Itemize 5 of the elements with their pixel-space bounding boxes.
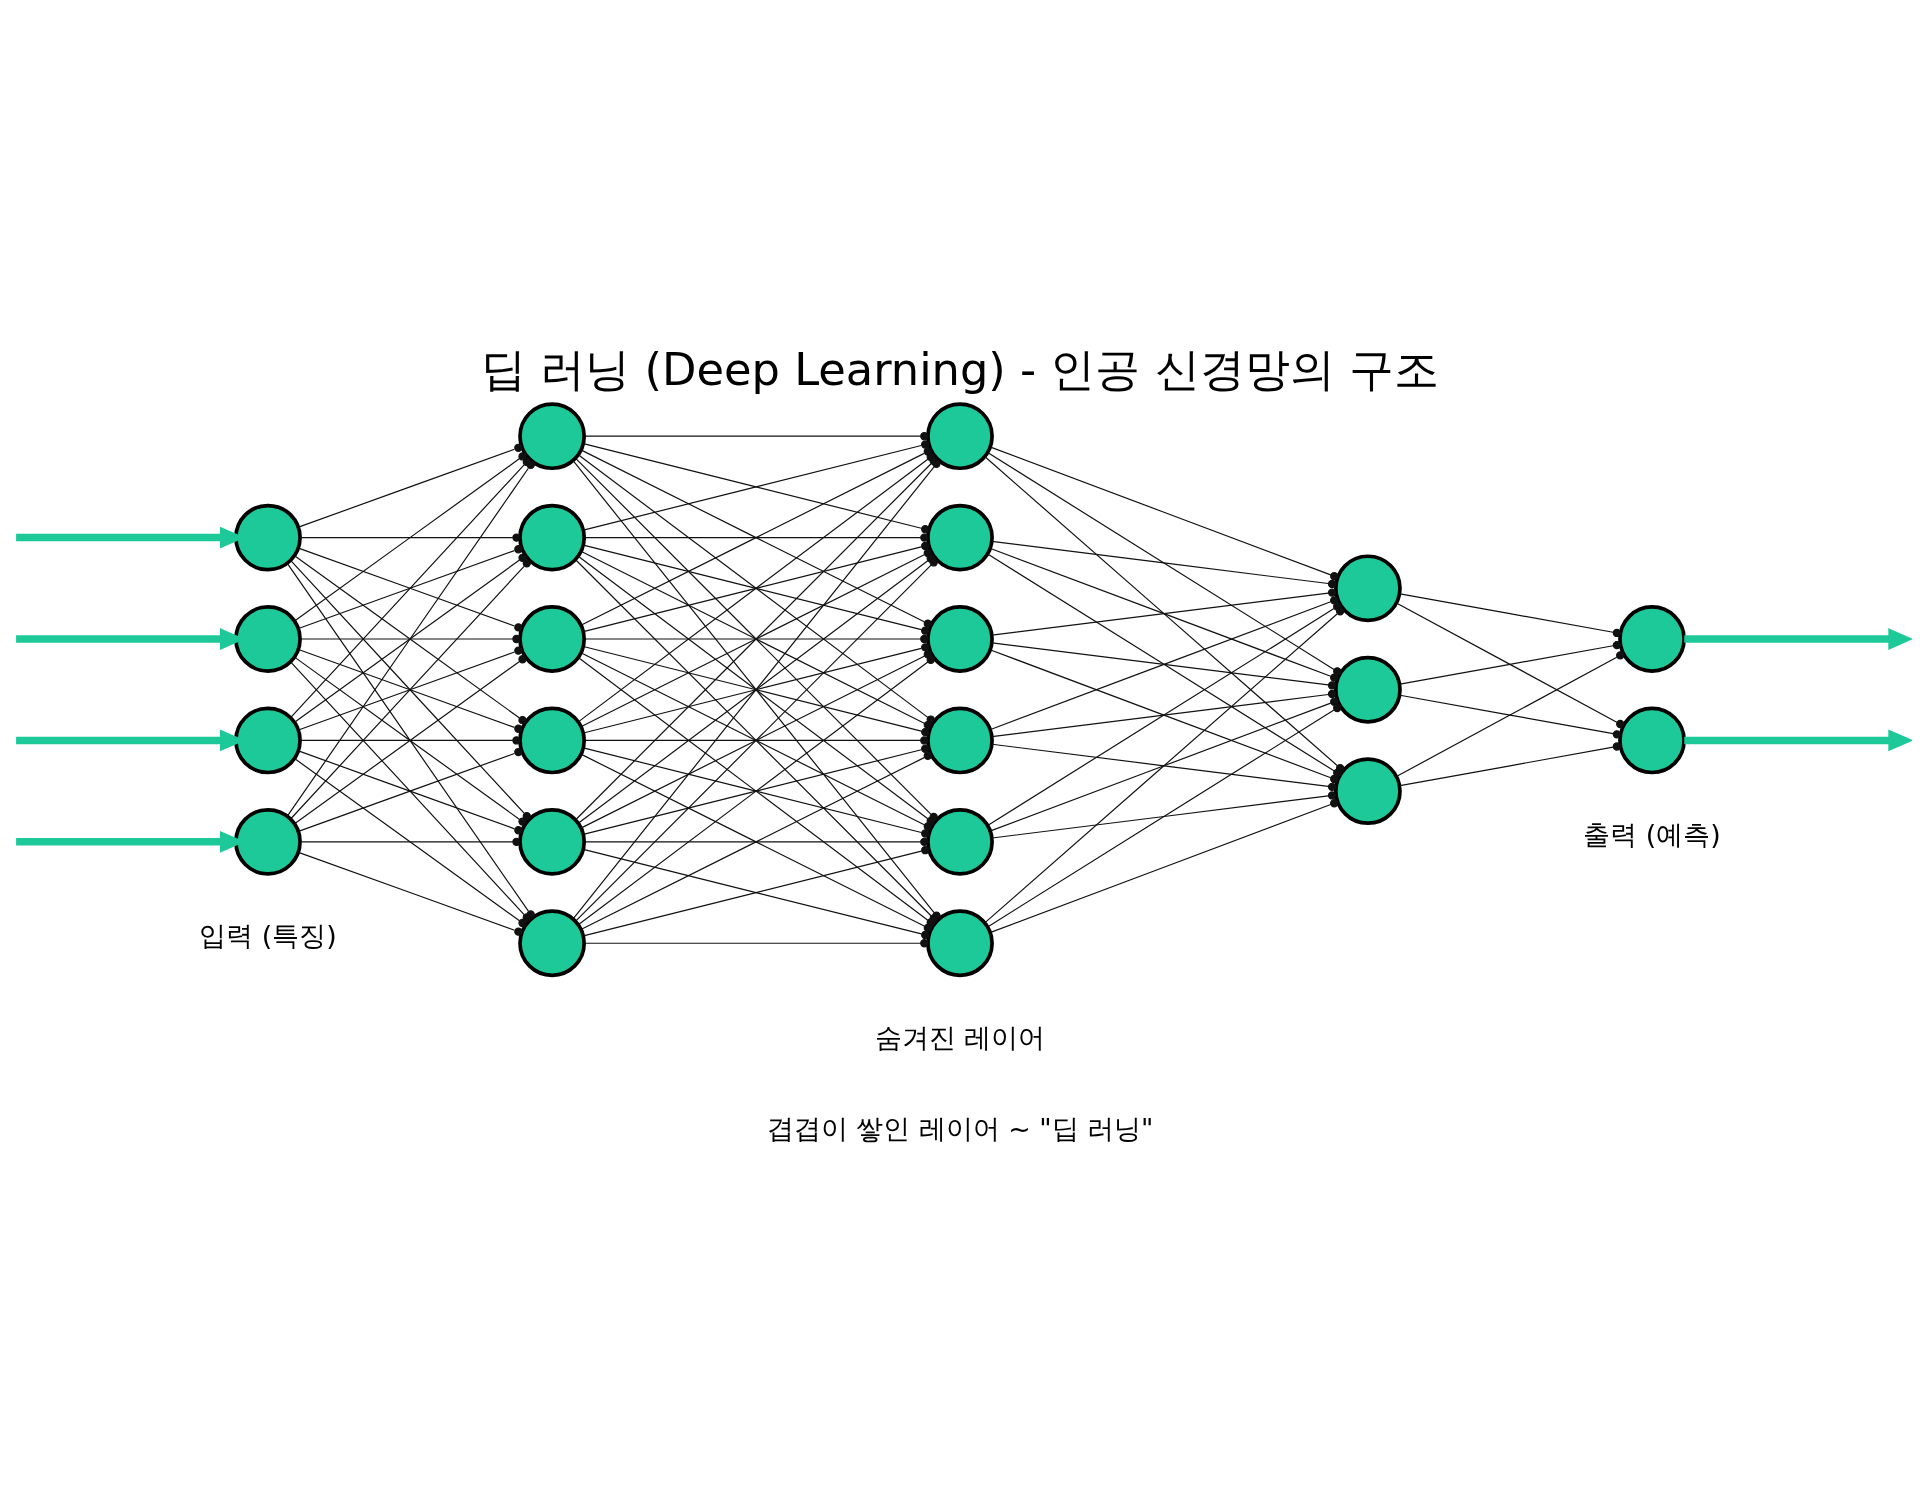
diagram-title: 딥 러닝 (Deep Learning) - 인공 신경망의 구조 (481, 342, 1439, 396)
label: 입력 (특징) (199, 919, 337, 951)
label: 겹겹이 쌓인 레이어 ~ "딥 러닝" (766, 1112, 1154, 1144)
label: 숨겨진 레이어 (874, 1021, 1046, 1053)
label: 출력 (예측) (1583, 818, 1721, 850)
